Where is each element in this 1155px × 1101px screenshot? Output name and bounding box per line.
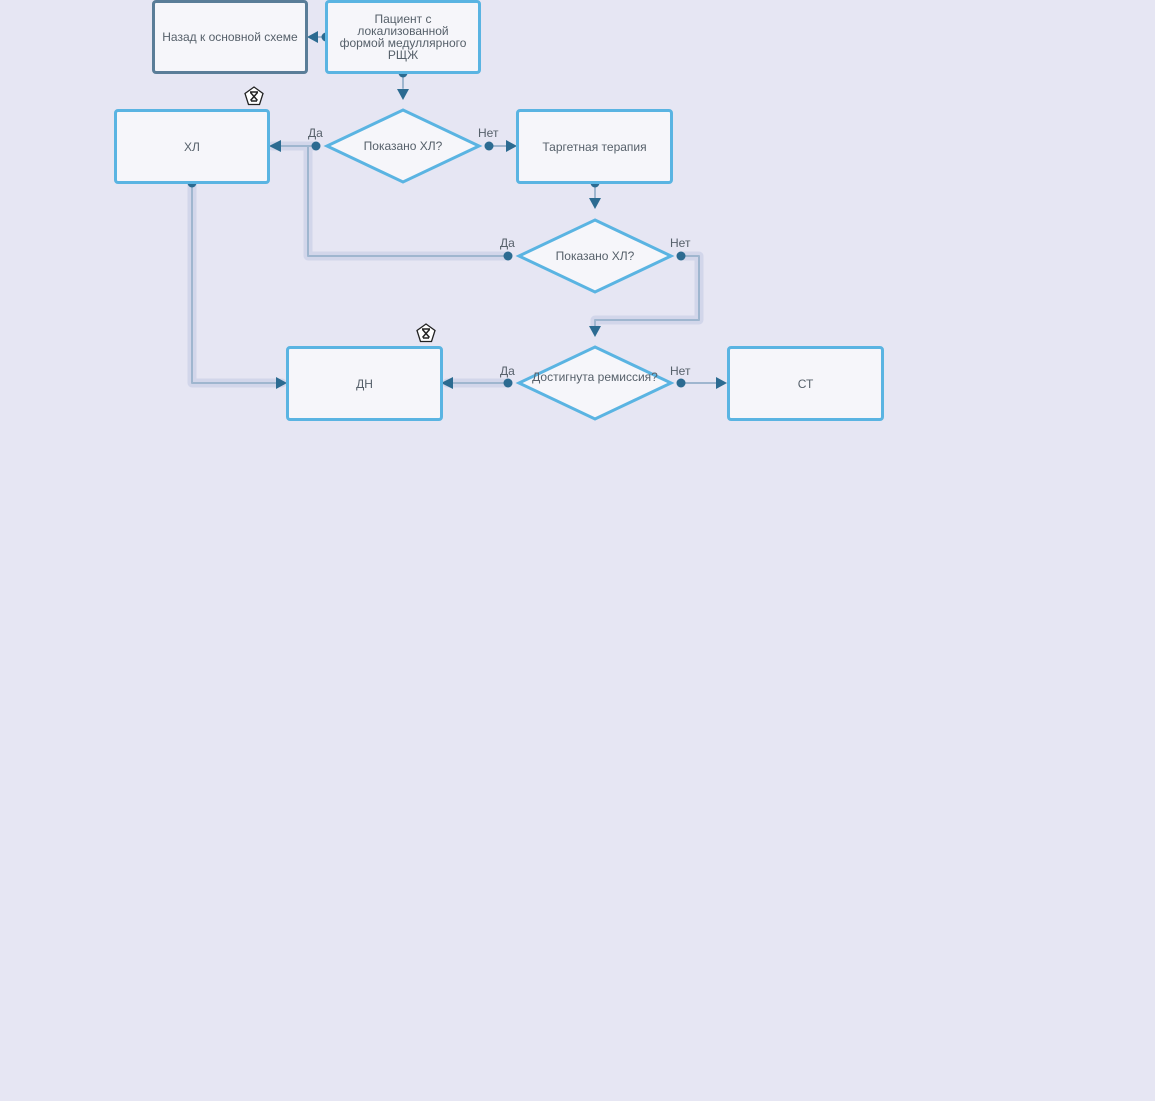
edge-label-d1-no: Нет <box>478 126 499 140</box>
node-dn: ДН <box>286 346 443 421</box>
decision-d3-label: Достигнута ремиссия? <box>532 370 658 384</box>
expert-badge-icon <box>244 86 264 106</box>
arrowhead <box>589 326 601 337</box>
decision-diamond-d1 <box>323 108 483 184</box>
arrowhead <box>269 140 281 152</box>
node-patient-label: Пациент с локализованной формой медулляр… <box>339 12 467 62</box>
node-hl-label: ХЛ <box>184 139 200 154</box>
node-dn-label: ДН <box>356 376 373 391</box>
decision-diamond-d3 <box>515 345 675 421</box>
node-st-label: СТ <box>797 376 814 391</box>
arrowhead <box>716 377 727 389</box>
connector-hl-to-dn <box>191 182 283 384</box>
arrowhead <box>506 140 517 152</box>
edge-label-d3-yes: Да <box>500 364 515 378</box>
node-patient: Пациент с локализованной формой медулляр… <box>325 0 481 74</box>
decision-d1-label: Показано ХЛ? <box>363 139 443 153</box>
back-to-main-scheme-label: Назад к основной схеме <box>162 30 298 44</box>
node-st: СТ <box>727 346 884 421</box>
port-dot <box>503 378 513 388</box>
edge-label-d2-no: Нет <box>670 236 691 250</box>
node-targeted-therapy-label: Таргетная терапия <box>542 139 647 154</box>
connector-d2-no <box>594 255 700 329</box>
arrowhead <box>397 89 409 100</box>
port-dot <box>503 251 513 261</box>
expert-badge-icon <box>416 323 436 343</box>
node-hl: ХЛ <box>114 109 270 184</box>
port-dot <box>311 141 321 151</box>
edge-label-d2-yes: Да <box>500 236 515 250</box>
edge-label-d3-no: Нет <box>670 364 691 378</box>
edge-label-d1-yes: Да <box>308 126 323 140</box>
node-targeted-therapy: Таргетная терапия <box>516 109 673 184</box>
arrowhead <box>307 31 318 43</box>
arrowhead <box>589 198 601 209</box>
connector-d2-yes <box>307 145 509 257</box>
decision-diamond-d2 <box>515 218 675 294</box>
arrowhead <box>441 377 453 389</box>
port-dot <box>484 141 494 151</box>
port-dot <box>676 251 686 261</box>
decision-d2-label: Показано ХЛ? <box>555 249 635 263</box>
arrowhead <box>276 377 287 389</box>
back-to-main-scheme-button[interactable]: Назад к основной схеме <box>152 0 308 74</box>
port-dot <box>676 378 686 388</box>
